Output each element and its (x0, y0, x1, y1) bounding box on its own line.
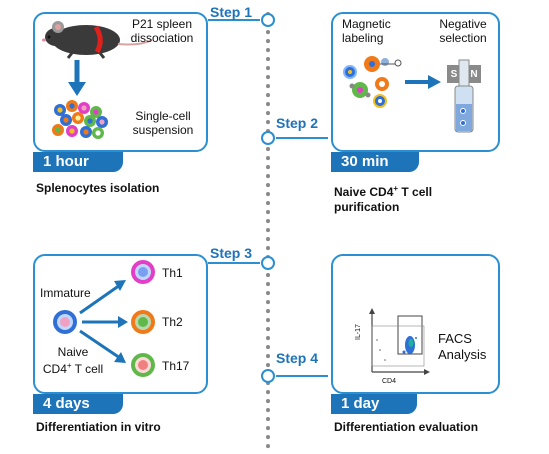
panel1-caption: Splenocytes isolation (36, 181, 160, 195)
magnet-s-label: S (450, 69, 458, 80)
step1-node (261, 13, 275, 27)
step3-label: Step 3 (210, 245, 253, 261)
panel3-cd4-pre: CD4 (42, 362, 67, 376)
th2-label: Th2 (162, 315, 183, 329)
step2-label: Step 2 (276, 115, 319, 131)
step1-label: Step 1 (210, 4, 253, 20)
step4-node (261, 369, 275, 383)
panel1-result-line1: Single-cell (135, 109, 191, 123)
panel3-naive-line1: Naive (57, 345, 89, 359)
panel4-duration-badge: 1 day (331, 394, 417, 414)
panel1-title-line2: dissociation (130, 31, 194, 45)
panel4-caption: Differentiation evaluation (334, 420, 479, 434)
step4-label: Step 4 (276, 350, 319, 366)
panel3-naive-label: Naive CD4+ T cell (38, 345, 108, 376)
panel2-caption-sup: + (393, 184, 399, 193)
panel2-magnetic-label: Magnetic labeling (342, 17, 412, 45)
panel3-caption: Differentiation in vitro (36, 420, 161, 434)
facs-x-axis-label: CD4 (382, 378, 397, 385)
panel4-facs-label: FACS Analysis (438, 331, 498, 363)
panel2-magnetic-line1: Magnetic (342, 17, 391, 31)
step3-node (261, 256, 275, 270)
panel1-title: P21 spleen dissociation (118, 17, 206, 45)
panel2-duration-badge: 30 min (331, 152, 419, 172)
panel3-immature-label: Immature (40, 286, 91, 300)
magnet-n-label: N (470, 69, 478, 80)
panel1-result: Single-cell suspension (120, 109, 206, 137)
panel1-result-line2: suspension (132, 123, 194, 137)
panel4-facs-line2: Analysis (438, 347, 487, 362)
panel2-caption-post: T cell (398, 185, 433, 199)
panel3-cd4-post: T cell (71, 362, 104, 376)
th17-label: Th17 (162, 359, 190, 373)
panel3-cd4-sup: + (66, 361, 72, 370)
panel3-duration-badge: 4 days (33, 394, 123, 414)
panel4-facs-line1: FACS (438, 331, 472, 346)
panel2-magnetic-line2: labeling (342, 31, 384, 45)
panel3-naive-line2: CD4+ T cell (38, 359, 108, 376)
panel1-duration-badge: 1 hour (33, 152, 123, 172)
th1-label: Th1 (162, 266, 183, 280)
facs-y-axis-label: IL-17 (355, 324, 362, 340)
panel2-caption-pre: Naive CD4 (334, 185, 394, 199)
panel2-negative-line2: selection (439, 31, 487, 45)
panel2-negative-label: Negative selection (428, 17, 498, 45)
panel1-title-line1: P21 spleen (131, 17, 193, 31)
panel2-caption-line2: purification (334, 200, 400, 214)
panel2-negative-line1: Negative (439, 17, 487, 31)
step2-node (261, 131, 275, 145)
panel2-caption: Naive CD4+ T cell purification (334, 181, 534, 215)
panel2-caption-line1: Naive CD4+ T cell (334, 181, 534, 200)
